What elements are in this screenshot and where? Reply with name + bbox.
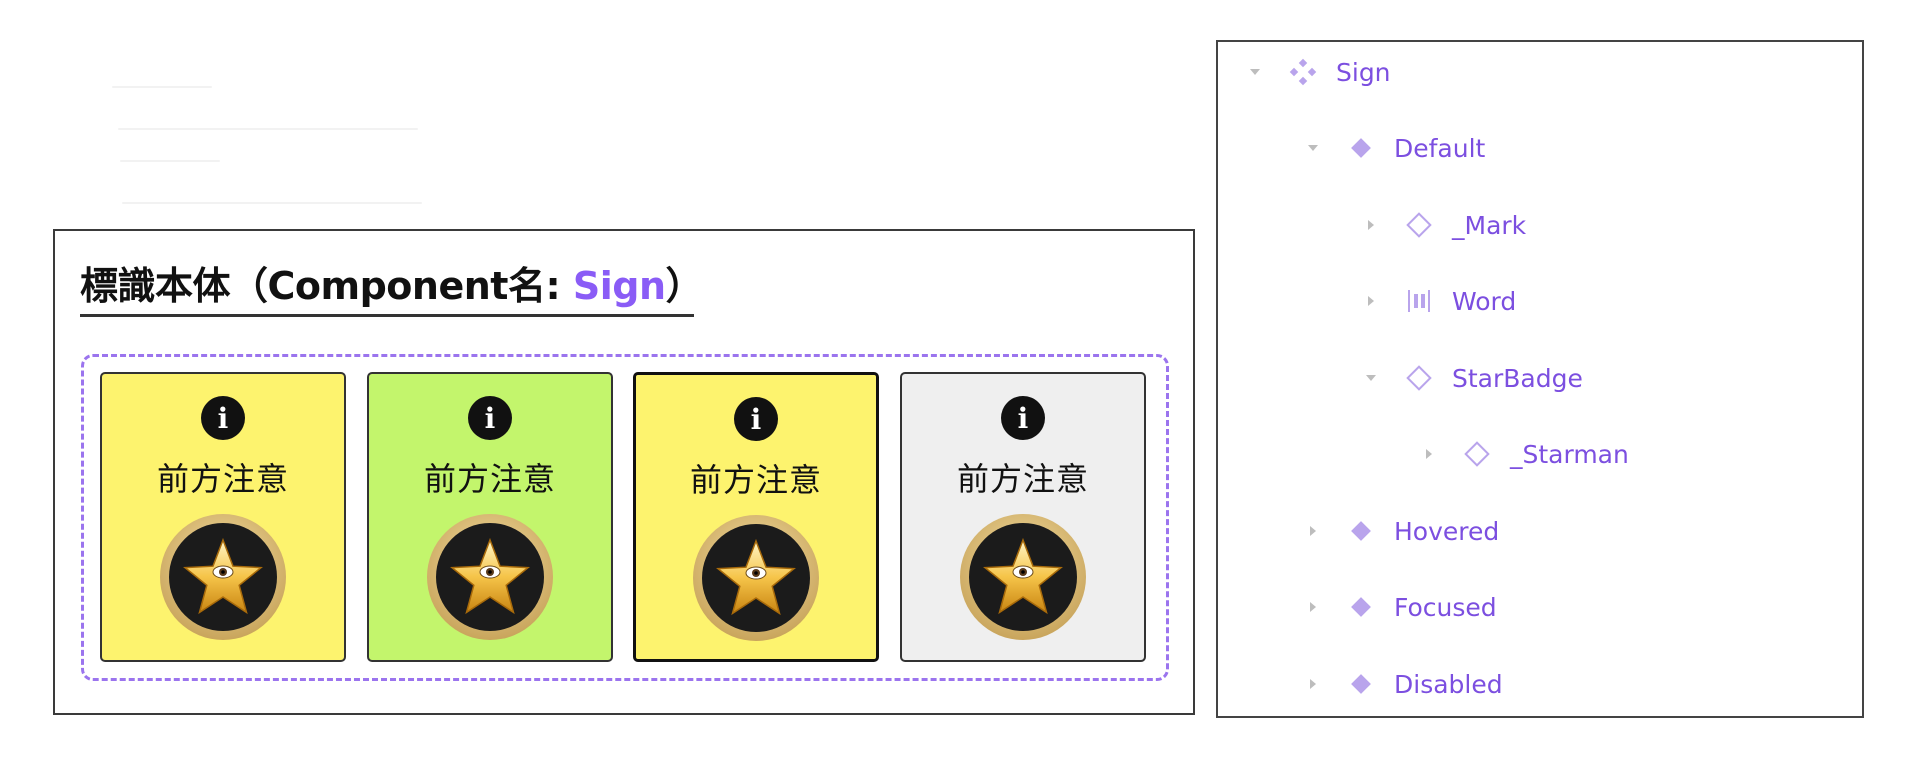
caret-right-icon[interactable]	[1418, 443, 1440, 465]
faint-line	[118, 128, 418, 130]
caret-right-icon[interactable]	[1302, 673, 1324, 695]
component-set-icon	[1286, 55, 1320, 89]
info-icon: i	[734, 397, 778, 441]
layer-label: Hovered	[1394, 516, 1500, 546]
sign-variant-focused[interactable]: i 前方注意	[633, 372, 879, 662]
layer-label: Word	[1452, 286, 1517, 316]
faint-line	[112, 86, 212, 88]
layer-row-starman[interactable]: _Starman	[1418, 434, 1629, 474]
faint-line	[122, 202, 422, 204]
layer-label: _Mark	[1452, 210, 1527, 240]
component-icon	[1344, 131, 1378, 165]
component-icon	[1344, 514, 1378, 548]
layer-row-default[interactable]: Default	[1302, 128, 1485, 168]
layer-row-mark[interactable]: _Mark	[1360, 205, 1526, 245]
star-badge-icon	[958, 512, 1088, 642]
instance-icon	[1460, 437, 1494, 471]
sign-word: 前方注意	[956, 460, 1089, 498]
caret-right-icon[interactable]	[1302, 520, 1324, 542]
instance-icon	[1402, 361, 1436, 395]
layer-row-sign[interactable]: Sign	[1244, 52, 1391, 92]
sign-word: 前方注意	[423, 460, 556, 498]
layer-label: Disabled	[1394, 669, 1503, 699]
instance-icon	[1402, 208, 1436, 242]
component-panel: 標識本体（Component名: Sign） i 前方注意 i 前方注意 i 前…	[53, 229, 1195, 715]
component-icon	[1344, 667, 1378, 701]
layer-label: _Starman	[1510, 439, 1629, 469]
layer-label: Default	[1394, 133, 1486, 163]
info-icon: i	[1001, 396, 1045, 440]
sign-word: 前方注意	[689, 461, 822, 499]
component-icon	[1344, 590, 1378, 624]
layer-row-starbadge[interactable]: StarBadge	[1360, 358, 1583, 398]
layers-panel: Sign Default _Mark Word StarBadge _Starm…	[1216, 40, 1864, 718]
caret-down-icon[interactable]	[1302, 137, 1324, 159]
caret-right-icon[interactable]	[1360, 214, 1382, 236]
layer-label: Sign	[1336, 57, 1391, 87]
sign-word: 前方注意	[156, 460, 289, 498]
sign-variant-default[interactable]: i 前方注意	[100, 372, 346, 662]
title-suffix: ）	[665, 264, 704, 308]
caret-right-icon[interactable]	[1360, 290, 1382, 312]
variant-set-frame[interactable]	[81, 354, 1169, 681]
auto-layout-icon	[1402, 284, 1436, 318]
caret-down-icon[interactable]	[1360, 367, 1382, 389]
layer-row-word[interactable]: Word	[1360, 281, 1516, 321]
layer-row-focused[interactable]: Focused	[1302, 587, 1497, 627]
component-name: Sign	[572, 264, 666, 308]
layer-row-hovered[interactable]: Hovered	[1302, 511, 1499, 551]
title-prefix: 標識本体（Component名:	[80, 264, 573, 308]
sign-variant-disabled[interactable]: i 前方注意	[900, 372, 1146, 662]
layer-row-disabled[interactable]: Disabled	[1302, 664, 1503, 704]
layer-label: Focused	[1394, 592, 1497, 622]
sign-variant-hovered[interactable]: i 前方注意	[367, 372, 613, 662]
layer-label: StarBadge	[1452, 363, 1583, 393]
star-badge-icon	[691, 513, 821, 643]
star-badge-icon	[158, 512, 288, 642]
info-icon: i	[468, 396, 512, 440]
star-badge-icon	[425, 512, 555, 642]
title-underline	[80, 314, 694, 317]
faint-line	[120, 160, 220, 162]
panel-title: 標識本体（Component名: Sign）	[80, 255, 704, 310]
caret-right-icon[interactable]	[1302, 596, 1324, 618]
caret-down-icon[interactable]	[1244, 61, 1266, 83]
info-icon: i	[201, 396, 245, 440]
